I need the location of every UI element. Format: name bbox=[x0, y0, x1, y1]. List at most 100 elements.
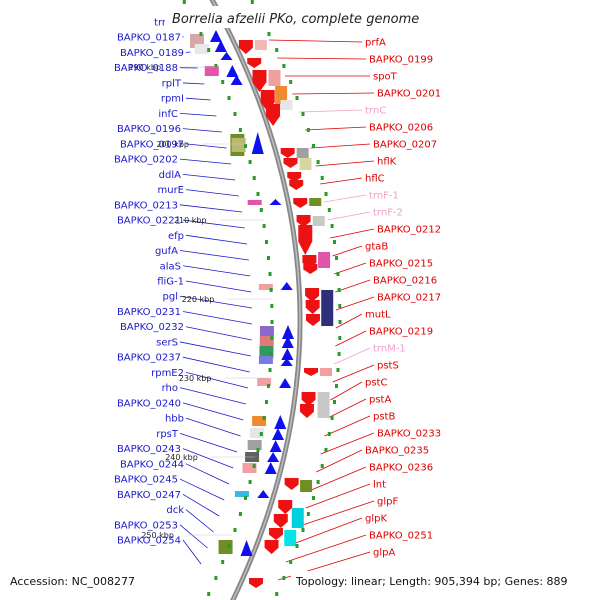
gene-block bbox=[280, 100, 293, 110]
tick-dot bbox=[244, 144, 247, 148]
tick-dot bbox=[316, 160, 320, 164]
label-connector bbox=[185, 463, 230, 485]
gene-block bbox=[204, 66, 219, 76]
kbp-tick-label: 200 kbp bbox=[156, 140, 189, 149]
gene-label-left: BAPKO_0197 bbox=[120, 139, 184, 150]
gene-label-left: dck bbox=[166, 505, 184, 516]
gene-block bbox=[318, 252, 331, 268]
tick-dot bbox=[327, 208, 331, 212]
tick-dot bbox=[320, 464, 324, 468]
gene-arrow-reverse bbox=[273, 514, 288, 528]
tick-dot bbox=[259, 432, 263, 436]
kbp-tick-label: 220 kbp bbox=[182, 295, 215, 304]
gene-label-right: BAPKO_0207 bbox=[373, 140, 437, 151]
tick-dot bbox=[282, 64, 286, 68]
label-connector bbox=[334, 347, 371, 365]
label-connector bbox=[335, 313, 363, 329]
gene-label-right: lnt bbox=[373, 480, 386, 491]
label-connector bbox=[185, 97, 211, 101]
tick-dot bbox=[252, 464, 256, 468]
tick-dot bbox=[335, 384, 338, 388]
gene-label-right: BAPKO_0251 bbox=[369, 531, 433, 542]
gene-arrow-reverse bbox=[305, 314, 320, 326]
tick-dot bbox=[269, 352, 273, 356]
tick-dot bbox=[267, 256, 270, 260]
gene-arrow-reverse bbox=[304, 368, 319, 376]
tick-dot bbox=[312, 496, 315, 500]
label-connector bbox=[268, 39, 363, 43]
gene-label-right: spoT bbox=[373, 72, 398, 83]
label-connector bbox=[277, 57, 367, 60]
tick-dot bbox=[312, 144, 315, 148]
gene-label-left: infC bbox=[158, 109, 178, 120]
gene-label-left: BAPKO_0202 bbox=[114, 155, 178, 166]
gene-label-right: pstS bbox=[377, 361, 399, 372]
gene-label-left: rho bbox=[162, 383, 178, 394]
gene-label-left: murE bbox=[157, 185, 184, 196]
tick-dot bbox=[207, 48, 211, 52]
tick-dot bbox=[327, 432, 331, 436]
label-connector bbox=[305, 483, 371, 509]
tick-dot bbox=[233, 112, 237, 116]
gene-block bbox=[299, 158, 312, 170]
label-connector bbox=[185, 372, 249, 389]
gene-label-right: BAPKO_0219 bbox=[369, 327, 433, 338]
gene-label-left: BAPKO_0244 bbox=[120, 459, 184, 470]
tick-dot bbox=[275, 592, 279, 596]
tick-dot bbox=[267, 384, 270, 388]
gene-arrow-reverse bbox=[287, 172, 302, 182]
label-connector bbox=[327, 211, 371, 221]
tick-dot bbox=[338, 304, 342, 308]
label-connector bbox=[182, 265, 251, 277]
tick-dot bbox=[270, 320, 274, 324]
tick-dot bbox=[282, 576, 286, 580]
label-connector bbox=[182, 493, 220, 517]
label-connector bbox=[182, 311, 253, 325]
gene-label-right: mutL bbox=[365, 310, 391, 321]
gene-label-left: alaS bbox=[160, 261, 181, 272]
label-connector bbox=[179, 158, 232, 165]
gene-block bbox=[275, 86, 288, 104]
label-connector bbox=[182, 128, 222, 133]
gene-label-left: BAPKO_0189 bbox=[120, 48, 184, 59]
tick-dot bbox=[306, 128, 310, 132]
gene-label-left: BAPKO_0247 bbox=[117, 490, 181, 501]
gene-label-left: pgl bbox=[163, 292, 178, 303]
tick-dot bbox=[330, 224, 334, 228]
kbp-tick-label: 230 kbp bbox=[179, 374, 212, 383]
genome-backbone-highlight bbox=[211, 0, 301, 600]
label-connector bbox=[185, 509, 214, 533]
tick-dot bbox=[337, 288, 341, 292]
kbp-tick-label: 240 kbp bbox=[165, 453, 198, 462]
gene-arrow-reverse bbox=[298, 225, 313, 255]
gene-block bbox=[254, 40, 267, 50]
kbp-tick-label: 190 kbp bbox=[128, 63, 161, 72]
gene-block bbox=[194, 44, 209, 54]
tick-dot bbox=[270, 336, 274, 340]
gene-arrow-reverse bbox=[305, 300, 320, 314]
gene-arrow-forward bbox=[230, 79, 243, 85]
tick-dot bbox=[221, 80, 225, 84]
tick-dot bbox=[252, 176, 256, 180]
gene-label-right: glpA bbox=[373, 548, 395, 559]
gene-block bbox=[317, 392, 330, 418]
gene-block bbox=[296, 148, 309, 158]
label-connector bbox=[185, 326, 252, 341]
gene-arrow-reverse bbox=[268, 528, 283, 540]
tick-dot bbox=[306, 512, 310, 516]
tick-dot bbox=[268, 368, 272, 372]
label-connector bbox=[311, 466, 367, 491]
gene-label-left: fliG-1 bbox=[157, 277, 184, 288]
label-connector bbox=[179, 478, 225, 501]
gene-block bbox=[320, 368, 333, 376]
tick-dot bbox=[199, 32, 203, 36]
gene-arrow-reverse bbox=[266, 104, 281, 126]
gene-arrow-forward bbox=[281, 353, 294, 360]
gene-block bbox=[312, 216, 325, 226]
tick-dot bbox=[335, 256, 338, 260]
gene-arrow-reverse bbox=[305, 288, 320, 302]
tick-dot bbox=[214, 576, 218, 580]
label-connector bbox=[335, 296, 375, 311]
gene-label-right: trnF-2 bbox=[373, 208, 403, 219]
gene-label-right: pstB bbox=[373, 412, 395, 423]
